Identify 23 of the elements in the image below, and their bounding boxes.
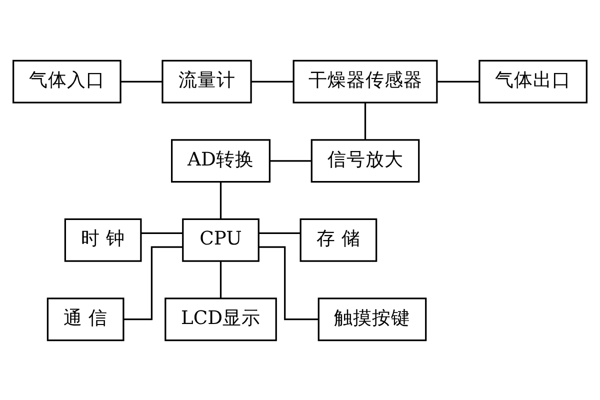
- node-box: 流量计: [162, 59, 252, 103]
- node-box: 触摸按键: [318, 297, 427, 341]
- node-box: 通 信: [46, 297, 124, 341]
- connector: [270, 160, 312, 162]
- connector: [258, 246, 318, 320]
- connector: [220, 182, 222, 218]
- connector: [437, 80, 480, 82]
- node-box: 气体出口: [478, 59, 588, 103]
- node-box: AD转换: [171, 138, 271, 182]
- connector: [251, 80, 294, 82]
- node-box: LCD显示: [164, 297, 277, 341]
- node-box: CPU: [182, 218, 260, 262]
- node-box: 干燥器传感器: [292, 59, 438, 103]
- connector: [258, 232, 300, 234]
- node-box: 气体入口: [12, 59, 122, 103]
- node-box: 存 储: [300, 218, 378, 262]
- connector: [140, 232, 183, 234]
- connector: [124, 246, 183, 320]
- connector: [120, 80, 162, 82]
- node-box: 时 钟: [64, 218, 142, 262]
- connector: [220, 260, 222, 298]
- connector: [364, 102, 366, 140]
- node-box: 信号放大: [310, 138, 420, 182]
